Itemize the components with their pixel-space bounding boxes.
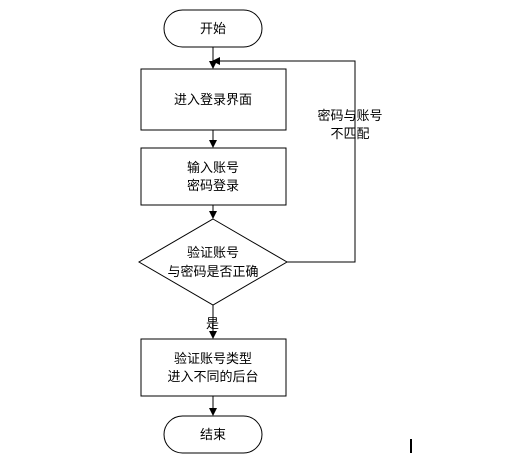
verify-decision-node (138, 218, 288, 306)
login-page-node (140, 68, 287, 131)
end-label: 结束 (200, 428, 226, 443)
yes-label: 是 (206, 317, 219, 332)
mismatch-label-line2: 不匹配 (330, 127, 369, 142)
input-credentials-label-line2: 密码登录 (187, 178, 239, 194)
end-node (163, 415, 263, 454)
verify-decision-label-line2: 与密码是否正确 (167, 264, 258, 280)
start-label: 开始 (200, 22, 226, 37)
arrow-mismatch-loop (212, 57, 356, 263)
login-page-label: 进入登录界面 (174, 93, 252, 108)
input-credentials-node (140, 147, 287, 206)
dispatch-label-line2: 进入不同的后台 (167, 369, 258, 385)
dispatch-label-line1: 验证账号类型 (174, 351, 252, 367)
input-credentials-label-line1: 输入账号 (187, 160, 239, 176)
dispatch-node (140, 338, 287, 397)
mismatch-label-line1: 密码与账号 (317, 108, 382, 124)
verify-decision-label-line1: 验证账号 (187, 245, 239, 261)
